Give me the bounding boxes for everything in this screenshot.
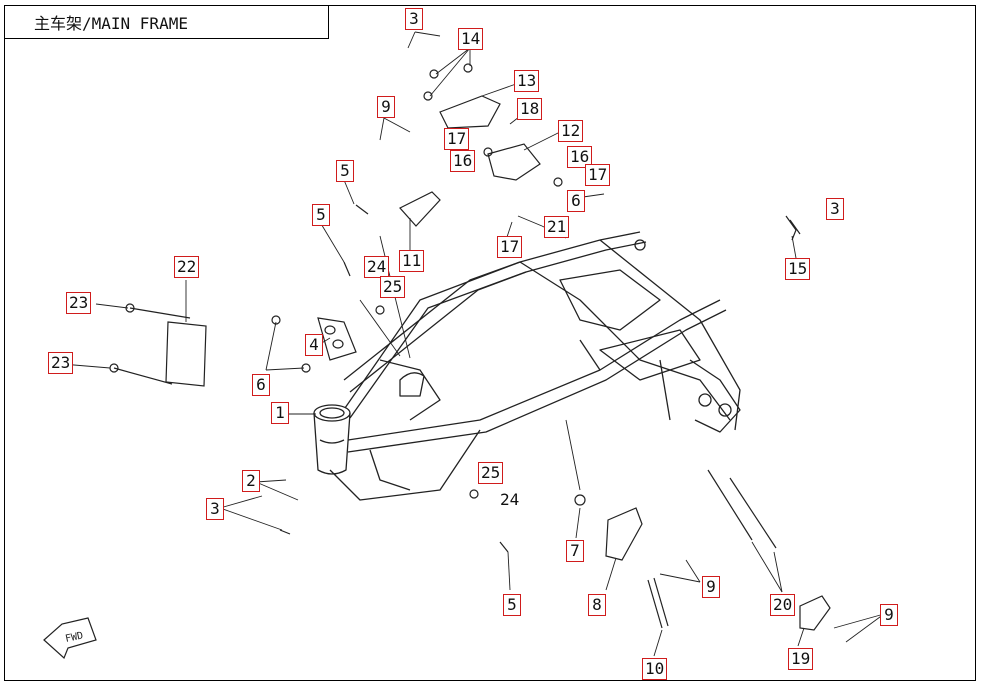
callout-19: 19 (788, 648, 814, 670)
callout-16: 16 (567, 146, 593, 168)
callout-3: 3 (405, 8, 423, 30)
callout-16: 16 (450, 150, 476, 172)
callout-10: 10 (642, 658, 668, 680)
callout-6: 6 (567, 190, 585, 212)
callout-2: 2 (242, 470, 260, 492)
callout-21: 21 (544, 216, 570, 238)
callout-8: 8 (588, 594, 606, 616)
callout-4: 4 (305, 334, 323, 356)
callout-12: 12 (558, 120, 584, 142)
leader-lines (61, 31, 885, 657)
callout-20: 20 (770, 594, 796, 616)
callout-17: 17 (497, 236, 523, 258)
callout-9: 9 (377, 96, 395, 118)
callout-13: 13 (514, 70, 540, 92)
callout-23: 23 (48, 352, 74, 374)
callout-14: 14 (458, 28, 484, 50)
callout-15: 15 (785, 258, 811, 280)
page-title: 主车架/MAIN FRAME (34, 13, 188, 33)
callout-18: 18 (517, 98, 543, 120)
drawing-frame (4, 5, 976, 681)
callout-25: 25 (380, 276, 406, 298)
callout-24: 24 (364, 256, 390, 278)
callout-25: 25 (478, 462, 504, 484)
title-block: 主车架/MAIN FRAME (4, 5, 329, 39)
callout-17: 17 (585, 164, 611, 186)
callout-7: 7 (566, 540, 584, 562)
callout-6: 6 (252, 374, 270, 396)
fwd-arrow: FWD (43, 617, 97, 660)
callout-1: 1 (271, 402, 289, 424)
callout-11: 11 (399, 250, 425, 272)
callout-22: 22 (174, 256, 200, 278)
fwd-label: FWD (64, 630, 84, 645)
callout-3: 3 (826, 198, 844, 220)
main-frame-drawing (313, 231, 741, 501)
callout-5: 5 (503, 594, 521, 616)
callout-5: 5 (312, 204, 330, 226)
callout-9: 9 (880, 604, 898, 626)
callout-24: 24 (500, 490, 520, 509)
callout-9: 9 (702, 576, 720, 598)
callout-23: 23 (66, 292, 92, 314)
callout-17: 17 (444, 128, 470, 150)
exploded-parts (109, 63, 831, 631)
callout-3: 3 (206, 498, 224, 520)
callout-5: 5 (336, 160, 354, 182)
